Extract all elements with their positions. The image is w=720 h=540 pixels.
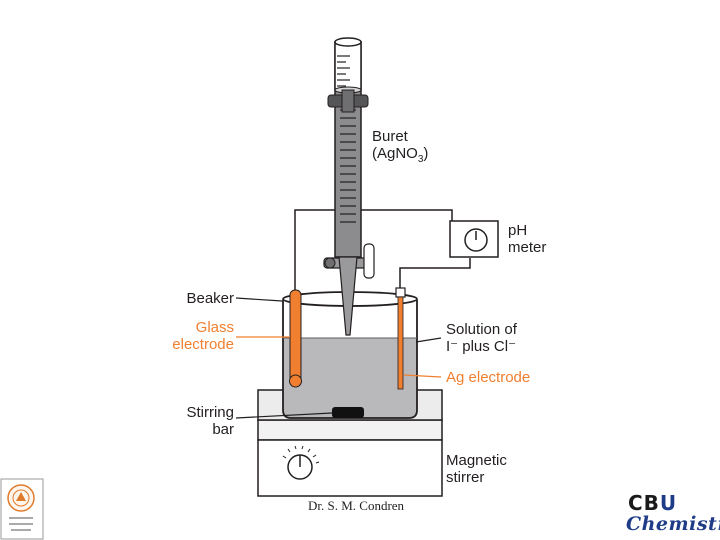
cbu-logo-letters: CB: [628, 491, 660, 515]
label-buret-line1: Buret: [372, 128, 408, 145]
cbu-logo-u: U: [659, 491, 678, 515]
label-solution-line2: I⁻ plus Cl⁻: [446, 338, 517, 355]
label-glass-line2: electrode: [172, 336, 234, 353]
label-ph-meter: pH meter: [508, 222, 546, 256]
author-credit: Dr. S. M. Condren: [308, 498, 405, 513]
label-magnetic-line1: Magnetic: [446, 452, 507, 469]
ag-electrode: [395, 287, 406, 390]
ph-meter: [449, 220, 499, 258]
label-magnetic-stirrer: Magnetic stirrer: [446, 452, 507, 486]
label-buret: Buret (AgNO3): [372, 128, 428, 168]
label-beaker: Beaker: [186, 290, 234, 307]
label-ag-electrode: Ag electrode: [446, 369, 531, 386]
label-stirring-line1: Stirring: [186, 404, 234, 421]
stirring-bar: [332, 407, 364, 418]
glass-electrode: [289, 289, 302, 388]
label-glass-electrode: Glass electrode: [160, 319, 234, 353]
leader-lines: [235, 297, 442, 419]
ag-electrode-wire: [399, 258, 471, 288]
glass-electrode-wire: [294, 209, 453, 292]
wires: [294, 209, 471, 292]
university-seal-icon: [0, 478, 44, 540]
chemistry-logo-text: Chemistry: [626, 513, 720, 535]
label-solution: Solution of I⁻ plus Cl⁻: [446, 321, 517, 355]
label-ph-line2: meter: [508, 239, 547, 256]
label-magnetic-line2: stirrer: [446, 469, 485, 486]
buret-scale: [337, 55, 356, 223]
stirrer-knob-icon: [282, 445, 320, 480]
label-buret-close: ): [423, 145, 429, 162]
cbu-logo: CBU: [628, 491, 678, 515]
label-stirring-bar: Stirring bar: [164, 404, 234, 438]
label-ph-line1: pH: [508, 222, 528, 239]
label-buret-subscript: 3: [417, 154, 424, 165]
buret: [323, 37, 375, 336]
label-stirring-line2: bar: [212, 421, 234, 438]
ph-meter-dial-icon: [464, 228, 488, 252]
label-buret-line2: (AgNO3): [372, 145, 428, 168]
label-glass-line1: Glass: [195, 319, 234, 336]
solution: [283, 338, 417, 418]
label-buret-formula: (AgNO: [372, 145, 418, 162]
label-solution-line1: Solution of: [446, 321, 517, 338]
